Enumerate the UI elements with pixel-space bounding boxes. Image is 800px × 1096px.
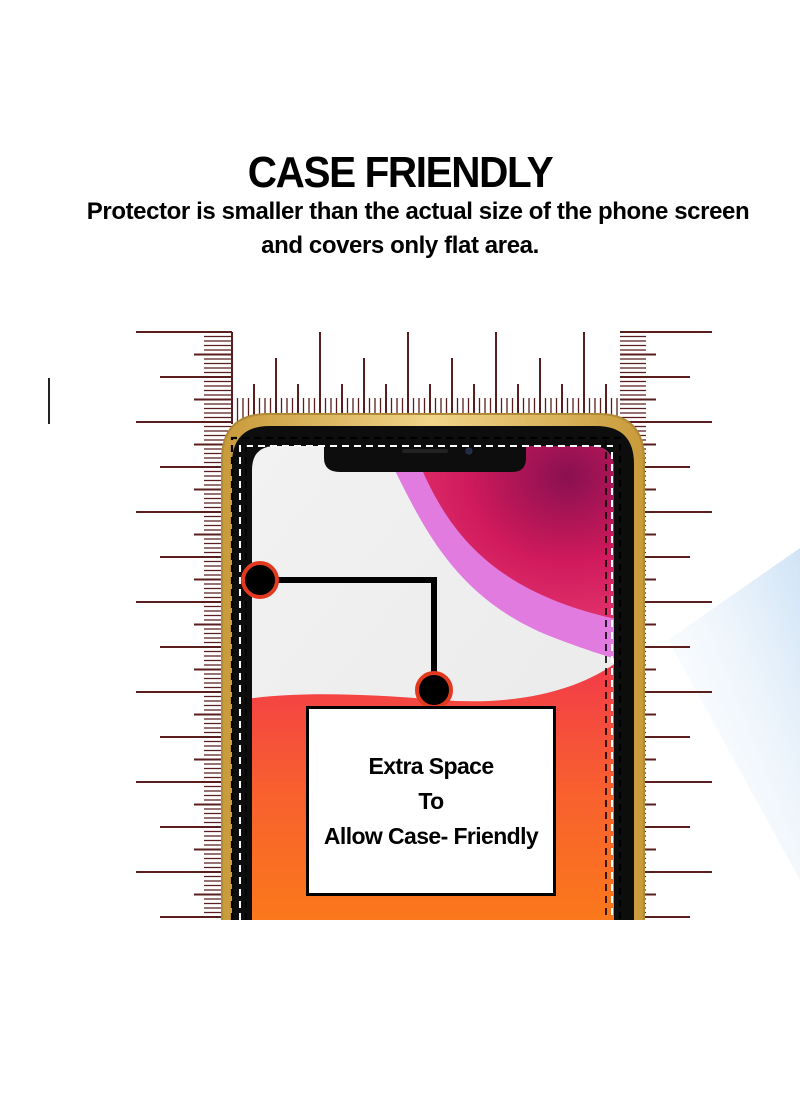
left-ruler [136,331,232,918]
phone-notch [324,446,526,472]
speaker-grille [402,449,448,453]
dashed-outline-inner [239,445,613,920]
page-title: CASE FRIENDLY [247,148,554,197]
glare-shape [668,548,800,880]
top-ruler [231,332,618,424]
callout-box: Extra Space To Allow Case- Friendly [306,706,556,896]
front-camera-icon [465,447,473,455]
callout-line-1: Extra Space [368,752,494,779]
callout-line-2: To [418,787,444,814]
stray-mark [48,378,50,424]
connector-line [260,577,437,690]
callout-line-3: Allow Case- Friendly [323,822,539,849]
dashed-outline-side [245,440,607,920]
dashed-outline-outer [230,436,622,920]
subtitle-line-2: and covers only flat area. [261,232,539,259]
marker-dot-icon [415,671,453,709]
subtitle-line-1: Protector is smaller than the actual siz… [86,198,750,225]
marker-dot-icon [241,561,279,599]
